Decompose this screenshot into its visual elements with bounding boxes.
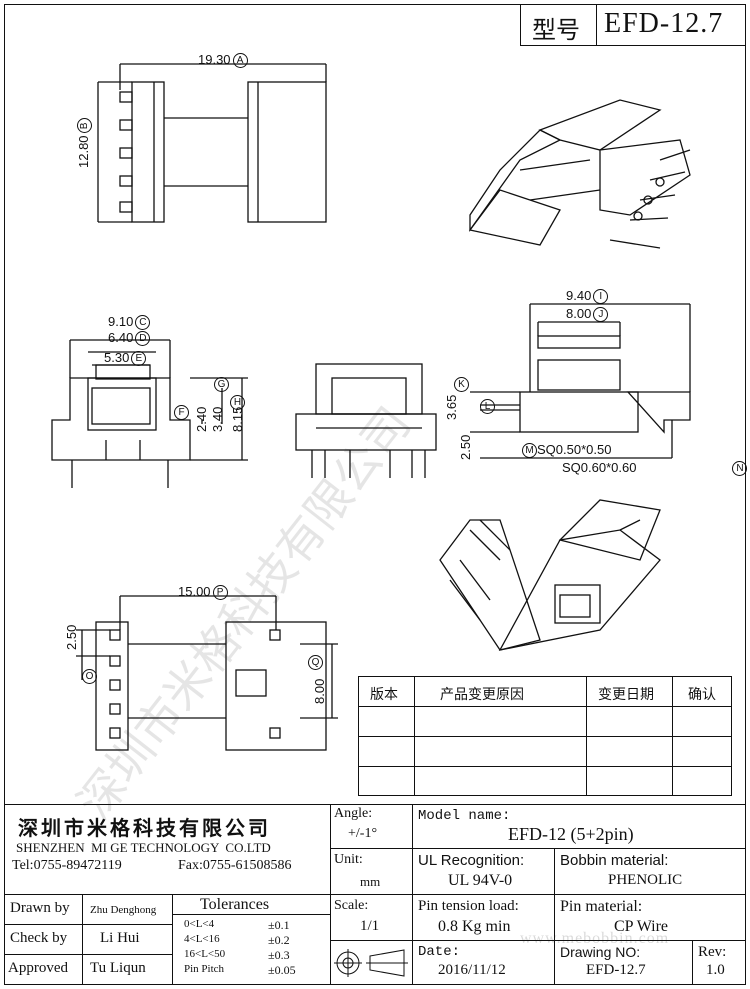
side-view: [470, 303, 691, 459]
model-header-value: EFD-12.7: [604, 8, 724, 39]
angle-value: +/-1°: [348, 826, 378, 841]
date-label: Date:: [418, 944, 461, 960]
pin-tension-label: Pin tension load:: [418, 898, 519, 914]
dim-k: K: [452, 376, 469, 393]
company-fax: Fax:0755-61508586: [178, 858, 292, 873]
end-view: [295, 363, 437, 478]
rev-label: Rev:: [698, 944, 727, 960]
dim-l-val: 2.50: [458, 434, 473, 460]
bobbin-material-label: Bobbin material:: [560, 852, 669, 869]
drawing-views: [51, 63, 691, 751]
approved-label: Approved: [8, 960, 68, 976]
pin-material-value: CP Wire: [614, 918, 669, 935]
angle-label: Angle:: [334, 806, 373, 821]
dim-o-val: 2.50: [64, 624, 79, 650]
tol-range-1: 0<L<4: [184, 918, 215, 930]
top-view: [97, 63, 327, 223]
check-by-label: Check by: [10, 930, 68, 946]
iso-view-top: [468, 99, 691, 249]
tol-value-4: ±0.05: [268, 963, 296, 977]
front-view: [51, 339, 248, 488]
bottom-view: [76, 595, 338, 751]
dim-g: G: [212, 376, 229, 393]
rev-value: 1.0: [706, 962, 725, 978]
model-header-label: 型号: [532, 16, 580, 44]
rev-header-date: 变更日期: [598, 686, 654, 702]
tol-range-2: 4<L<16: [184, 933, 220, 945]
model-name-value: EFD-12 (5+2pin): [508, 824, 634, 844]
watermark-url: www.mebobbin.com: [520, 930, 670, 947]
scale-value: 1/1: [360, 918, 380, 934]
dim-b: 12.80B: [76, 118, 93, 168]
approved-by: Tu Liqun: [90, 960, 146, 976]
company-tel: Tel:0755-89472119: [12, 858, 122, 873]
tol-value-1: ±0.1: [268, 918, 290, 932]
model-name-label: Model name:: [418, 808, 511, 824]
ul-value: UL 94V-0: [448, 872, 513, 889]
projection-symbol-icon: [334, 949, 408, 977]
tolerances-label: Tolerances: [200, 896, 270, 913]
tol-value-3: ±0.3: [268, 948, 290, 962]
pin-tension-value: 0.8 Kg min: [438, 918, 511, 935]
model-header: [520, 4, 746, 46]
company-name-cn: 深圳市米格科技有限公司: [18, 816, 271, 840]
drawing-no-value: EFD-12.7: [586, 962, 646, 978]
iso-view-bottom: [439, 499, 661, 651]
dim-l: L: [478, 398, 495, 415]
tol-range-3: 16<L<50: [184, 948, 226, 960]
dim-f: F: [172, 404, 189, 421]
dim-f-val: 2.40: [194, 406, 209, 432]
bobbin-material-value: PHENOLIC: [608, 872, 683, 888]
unit-value: mm: [360, 874, 381, 889]
company-name-en: SHENZHEN MI GE TECHNOLOGY CO.LTD: [16, 840, 271, 855]
dim-q: Q: [306, 654, 323, 671]
outer-frame: [4, 4, 746, 985]
drawn-by-label: Drawn by: [10, 900, 70, 916]
rev-header-version: 版本: [370, 686, 398, 702]
dim-h-val: 8.15: [230, 406, 245, 432]
pin-material-label: Pin material:: [560, 898, 643, 915]
tol-value-2: ±0.2: [268, 933, 290, 947]
dim-q-val: 8.00: [312, 678, 327, 704]
dim-o: O: [80, 668, 97, 685]
rev-header-reason: 产品变更原因: [440, 686, 524, 702]
drawing-no-label: Drawing NO:: [560, 944, 641, 960]
unit-label: Unit:: [334, 852, 363, 867]
dim-g-val: 3.40: [210, 406, 225, 432]
scale-label: Scale:: [334, 898, 369, 913]
dim-k-val: 3.65: [444, 394, 459, 420]
ul-label: UL Recognition:: [418, 852, 525, 869]
rev-header-confirm: 确认: [688, 686, 716, 702]
date-value: 2016/11/12: [438, 962, 506, 978]
drawn-by: Zhu Denghong: [90, 904, 157, 916]
dim-h: H: [228, 394, 245, 411]
check-by: Li Hui: [100, 930, 140, 946]
tol-range-4: Pin Pitch: [184, 963, 225, 975]
